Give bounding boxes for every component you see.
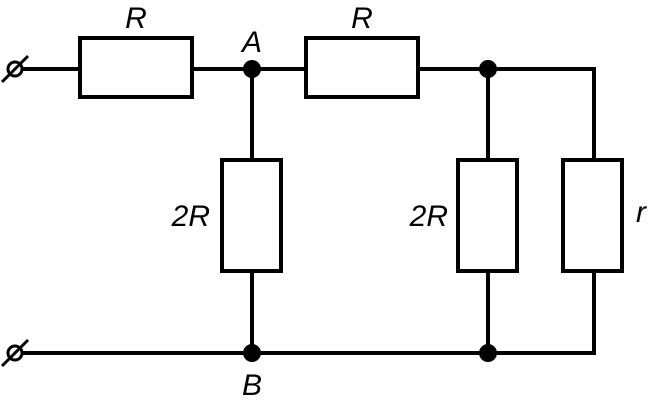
- label-node-b: B: [242, 369, 262, 402]
- label-top-left-resistor: R: [125, 2, 147, 35]
- resistor-top-left: [78, 36, 194, 99]
- label-left-vertical-resistor: 2R: [171, 200, 210, 233]
- resistor-right-vertical: [561, 158, 624, 273]
- junction-node-top-right: [479, 60, 497, 78]
- label-right-vertical-resistor: r: [636, 196, 647, 229]
- label-node-a: A: [240, 26, 262, 59]
- resistor-middle-vertical: [456, 158, 519, 273]
- resistor-left-vertical: [220, 158, 283, 273]
- junction-node-b: [243, 344, 261, 362]
- terminal-top-icon: [0, 54, 30, 84]
- label-middle-vertical-resistor: 2R: [409, 200, 448, 233]
- junction-node-a: [243, 60, 261, 78]
- label-top-middle-resistor: R: [351, 2, 373, 35]
- junction-node-bottom-right: [479, 344, 497, 362]
- terminal-bottom-icon: [0, 338, 30, 368]
- resistor-top-middle: [304, 36, 420, 99]
